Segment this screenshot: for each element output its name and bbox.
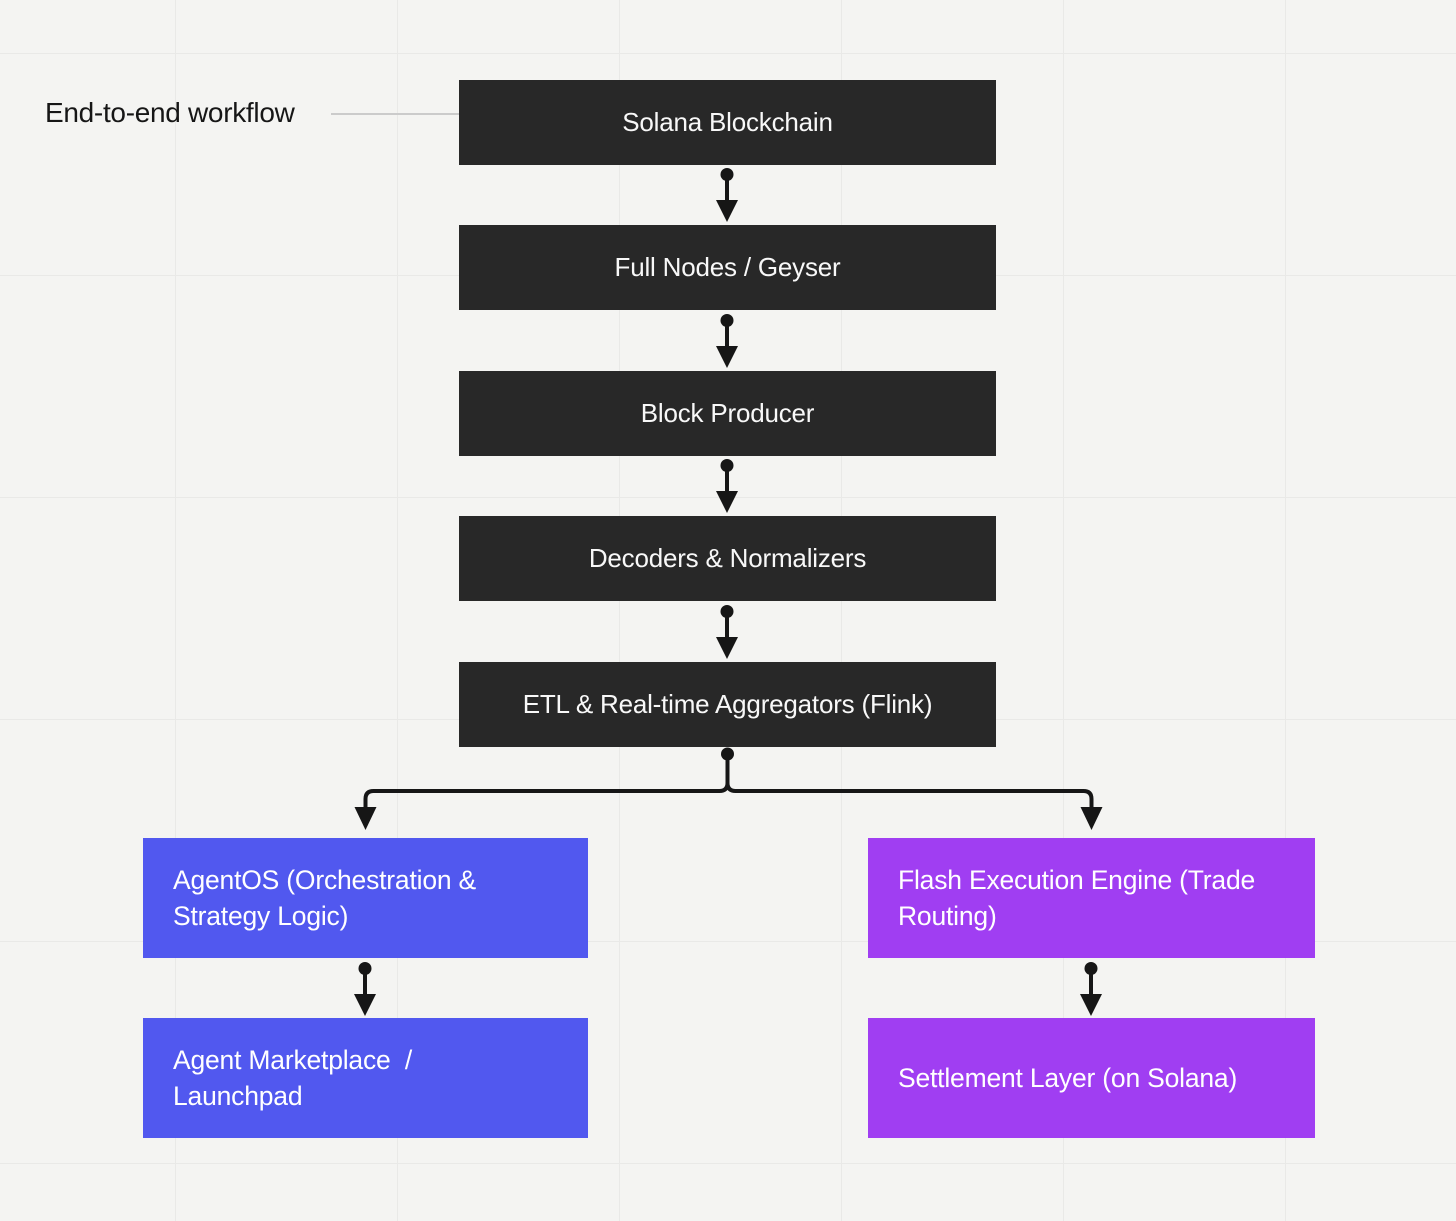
node-full-nodes-geyser: Full Nodes / Geyser — [459, 225, 996, 310]
node-agentos: AgentOS (Orchestration & Strategy Logic) — [143, 838, 588, 958]
annotation-connector-line — [331, 113, 459, 115]
arrow-down-icon — [354, 962, 376, 1016]
node-etl-aggregators: ETL & Real-time Aggregators (Flink) — [459, 662, 996, 747]
node-block-producer: Block Producer — [459, 371, 996, 456]
diagram-title: End-to-end workflow — [45, 97, 295, 128]
node-solana-blockchain: Solana Blockchain — [459, 80, 996, 165]
node-settlement-layer: Settlement Layer (on Solana) — [868, 1018, 1315, 1138]
arrow-down-icon — [716, 168, 738, 222]
arrow-down-icon — [716, 314, 738, 368]
node-flash-execution: Flash Execution Engine (Trade Routing) — [868, 838, 1315, 958]
arrow-down-icon — [1080, 962, 1102, 1016]
arrow-down-icon — [716, 605, 738, 659]
branch-connector — [354, 747, 1103, 830]
arrow-down-icon — [716, 459, 738, 513]
node-decoders-normalizers: Decoders & Normalizers — [459, 516, 996, 601]
node-agent-marketplace: Agent Marketplace / Launchpad — [143, 1018, 588, 1138]
